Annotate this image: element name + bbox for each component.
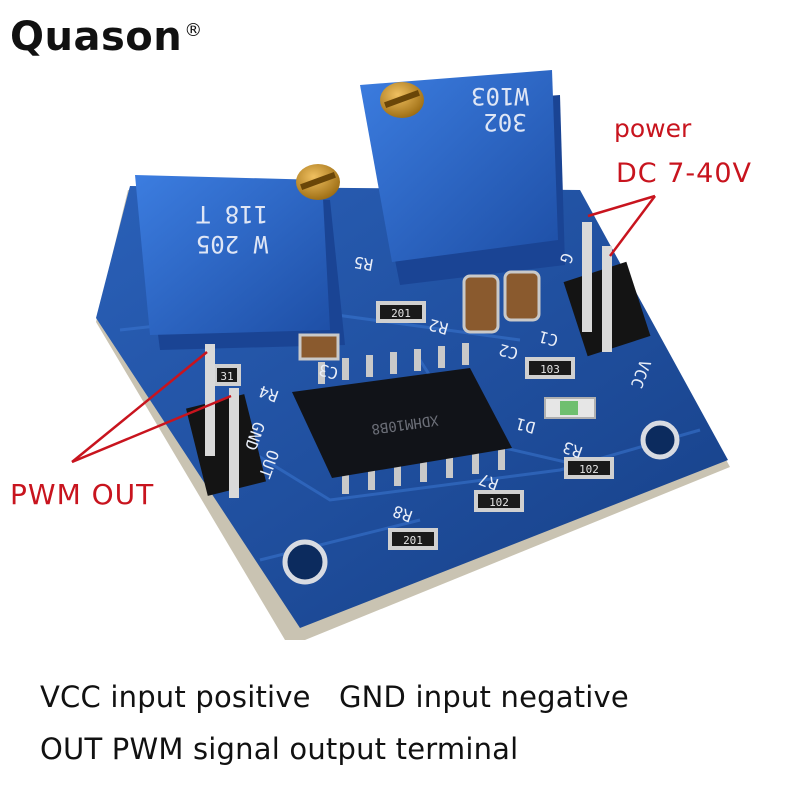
callout-lines [71,194,656,464]
resistor-r8-code: 201 [403,534,423,547]
pwm-out-callout: PWM OUT [10,478,155,511]
power-callout: power [614,114,692,143]
power-pin-header [563,222,651,357]
resistor-r2-code: 201 [391,307,411,320]
trimmer-right-line2: 302 [483,108,526,136]
capacitor-c2 [503,270,541,322]
capacitor-c1 [462,274,500,334]
vcc-pin [582,222,592,332]
trimmer-potentiometer-right: W103 302 [360,70,565,285]
silk-d1: D1 [514,414,538,437]
resistor-r7-code: 102 [489,496,509,509]
voltage-range-callout: DC 7-40V [616,158,752,189]
mount-hole-left [282,539,328,585]
silk-r5: R5 [352,252,374,274]
trimmer-right-line1: W103 [471,82,529,110]
trimmer-potentiometer-left: 118 T W 205 [135,164,345,350]
brand-name: Quason [10,14,183,60]
resistor-r4-code: 31 [220,370,233,383]
resistor-r4: 31 [213,364,241,386]
capacitor-c3 [298,333,340,361]
resistor-r1-code: 103 [540,363,560,376]
resistor-r3: 102 [564,457,614,479]
mount-hole-right [640,420,680,460]
silk-c1: C1 [537,327,561,350]
silk-r2: R2 [427,315,451,338]
ic-chip: XDHM10B8 [292,343,512,494]
caption-line-1: VCC input positive GND input negative [40,680,629,714]
silk-c2: C2 [497,340,521,363]
silk-c3: C3 [317,360,341,383]
gnd-out-pin [229,388,239,498]
out-pin [205,344,215,456]
caption-line-2: OUT PWM signal output terminal [40,732,519,766]
trimmer-left-line1: 118 T [196,200,268,228]
registered-mark: ® [184,19,203,41]
gnd-pin [602,246,612,352]
resistor-r1: 103 [525,357,575,379]
resistor-r3-code: 102 [579,463,599,476]
trimmer-left-line2: W 205 [196,230,268,258]
resistor-r2: 201 [376,301,426,323]
output-pin-header [186,344,266,498]
resistor-r8: 201 [388,528,438,550]
led-d1 [544,397,596,419]
resistor-r7: 102 [474,490,524,512]
brand-logo: Quason® [10,14,203,60]
